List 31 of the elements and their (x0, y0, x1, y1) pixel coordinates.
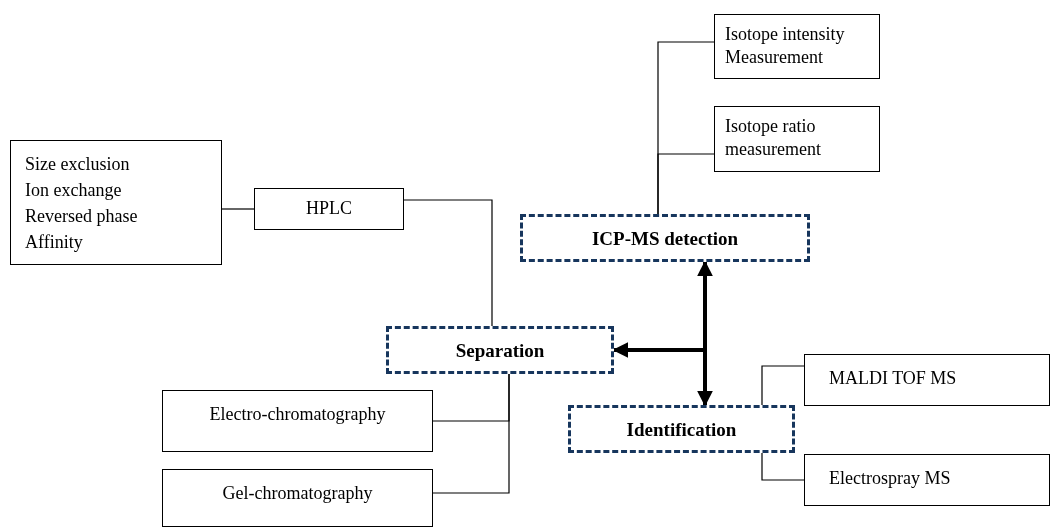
box-text: Affinity (25, 231, 84, 254)
text-box (804, 354, 1050, 406)
box-text: Gel-chromatography (221, 482, 374, 505)
text-box (10, 140, 222, 265)
box-heading: Separation (455, 338, 545, 362)
box-text: Isotope ratio measurement (725, 115, 822, 161)
dashed-process-box (520, 214, 810, 262)
text-box (714, 106, 880, 172)
box-text: Isotope intensity Measurement (725, 23, 846, 69)
box-text: Size exclusion (25, 153, 131, 176)
dashed-process-box (568, 405, 795, 453)
box-text: Electro-chromatography (208, 403, 387, 426)
box-heading: Identification (626, 417, 737, 441)
connector-line (657, 153, 715, 215)
box-text: Reversed phase (25, 205, 139, 228)
text-box (162, 469, 433, 527)
text-box (254, 188, 404, 230)
text-box (804, 454, 1050, 506)
text-box (162, 390, 433, 452)
connector-line (403, 199, 493, 327)
connector-line (432, 373, 510, 494)
box-text: MALDI TOF MS (829, 367, 958, 390)
box-text: HPLC (305, 197, 353, 220)
dashed-process-box (386, 326, 614, 374)
box-text: Ion exchange (25, 179, 123, 202)
text-box (714, 14, 880, 79)
connector-line (761, 365, 805, 406)
box-heading: ICP-MS detection (591, 226, 739, 250)
box-text: Electrospray MS (829, 467, 952, 490)
connector-line (221, 208, 255, 210)
connector-line (761, 452, 805, 481)
